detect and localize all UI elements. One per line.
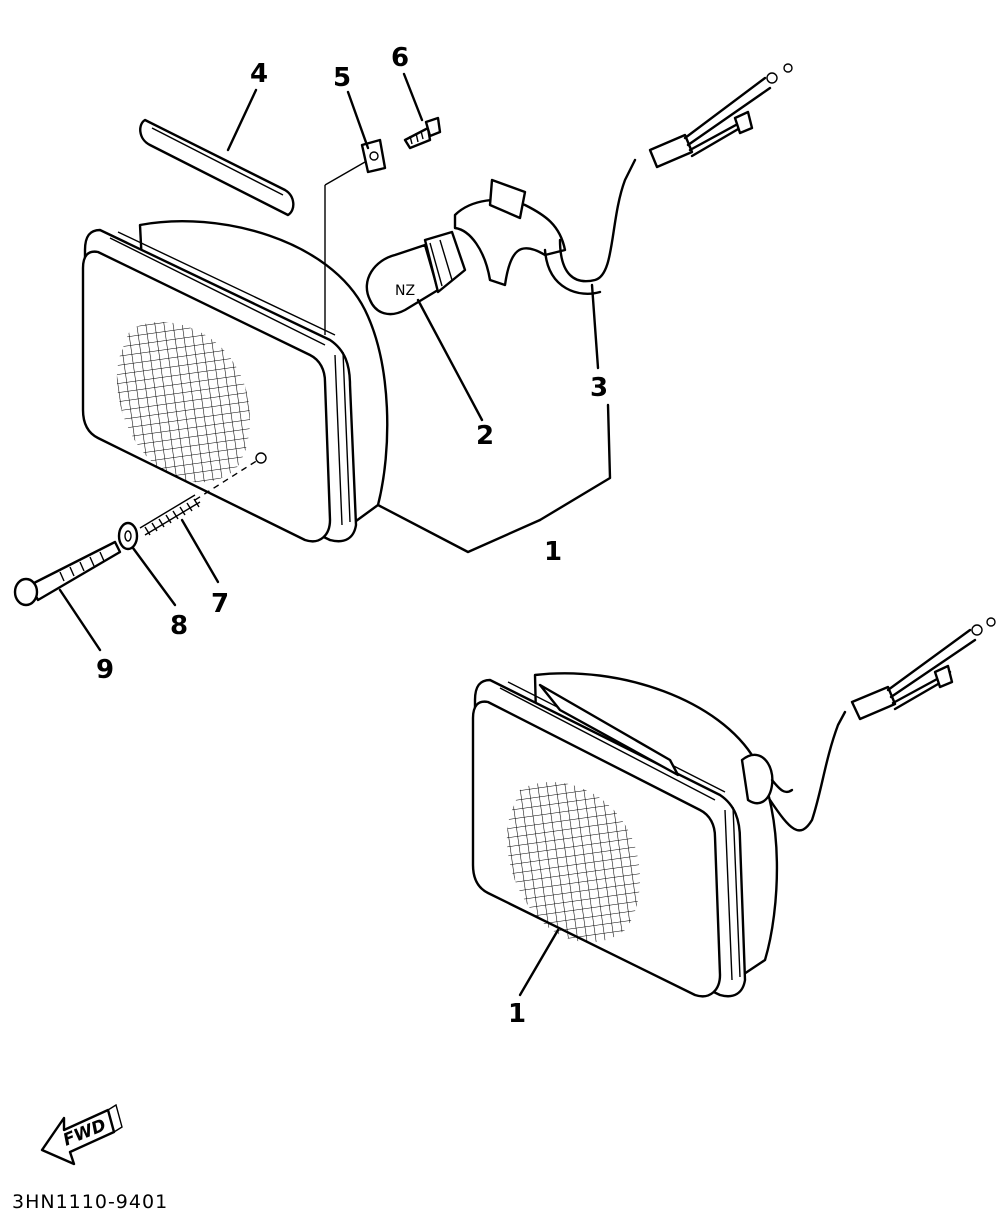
callout-9: 9 [96, 655, 114, 685]
headlight-lower [471, 617, 996, 998]
callout-6: 6 [391, 43, 409, 73]
lens-grid-pattern-lower [506, 782, 640, 943]
bolt-part-9 [13, 540, 122, 607]
visor-part-4 [139, 118, 295, 217]
callouts: 4 5 6 3 2 1 7 8 9 1 [96, 43, 608, 1029]
clip-nut-part-5 [360, 138, 387, 174]
washer-part-8 [117, 521, 139, 551]
fwd-direction-arrow: FWD [40, 1103, 123, 1166]
svg-text:NZ: NZ [395, 283, 415, 299]
screw-part-6 [403, 116, 442, 150]
callout-4: 4 [250, 59, 268, 89]
callout-2: 2 [476, 421, 494, 451]
socket-wiring-part-3 [453, 63, 793, 295]
bulb-part-2: NZ [365, 230, 467, 316]
callout-8: 8 [170, 611, 188, 641]
diagram-code: 3HN1110-9401 [12, 1191, 168, 1213]
callout-1: 1 [544, 537, 562, 567]
lens-grid-pattern [116, 322, 250, 483]
leader-lines [58, 72, 612, 997]
callout-5: 5 [333, 63, 351, 93]
headlight-upper [81, 161, 389, 543]
callout-3: 3 [590, 373, 608, 403]
callout-1-lower: 1 [508, 999, 526, 1029]
spring-part-7 [139, 494, 201, 536]
callout-7: 7 [211, 589, 229, 619]
